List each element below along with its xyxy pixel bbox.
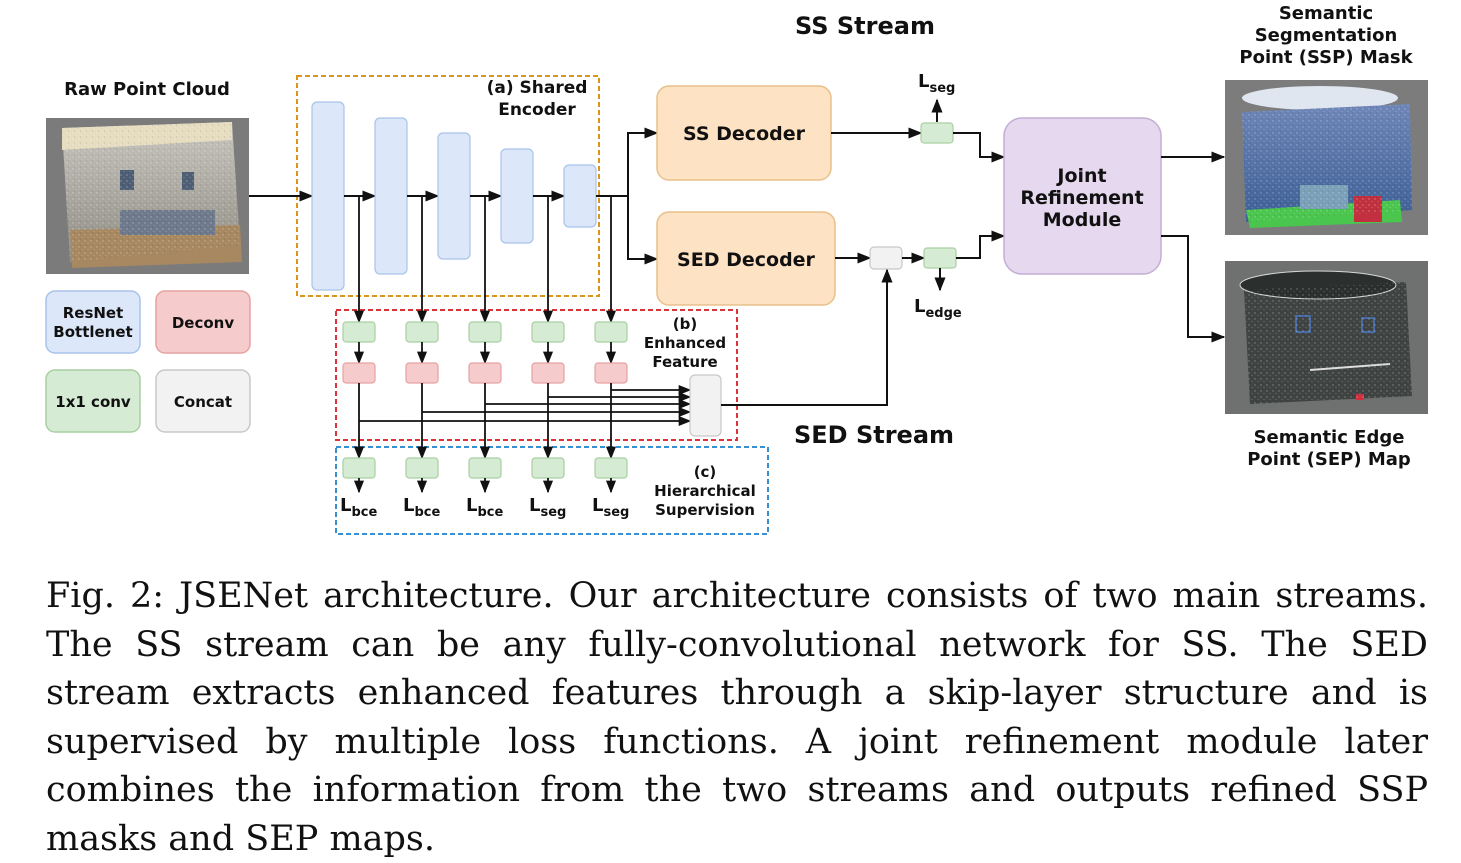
enh-concat xyxy=(689,374,722,437)
enh-deconv-1 xyxy=(342,362,376,384)
raw-point-cloud-label: Raw Point Cloud xyxy=(64,79,230,100)
loss-label-3: Lbce xyxy=(466,495,503,520)
enh-conv-4 xyxy=(531,321,565,343)
loss-seg-top: Lseg xyxy=(918,71,955,96)
enh-deconv-5 xyxy=(594,362,628,384)
architecture-diagram: Raw Point Cloud ResNet Bottlenet Deconv … xyxy=(45,3,1428,535)
enhanced-feature-frame xyxy=(335,309,738,441)
supervision-label-2: Hierarchical xyxy=(654,482,756,500)
enh-deconv-3 xyxy=(468,362,502,384)
ssp-label-3: Point (SSP) Mask xyxy=(1239,47,1413,68)
encoder-block-4 xyxy=(500,148,534,244)
enhanced-label-3: Feature xyxy=(652,353,717,371)
legend-concat-label: Concat xyxy=(174,393,232,411)
encoder-block-1 xyxy=(311,101,345,291)
ssp-label-2: Segmentation xyxy=(1255,25,1398,46)
loss-label-4: Lseg xyxy=(529,495,566,520)
enhanced-label-2: Enhanced xyxy=(644,334,726,352)
enh-deconv-4 xyxy=(531,362,565,384)
legend-conv-swatch xyxy=(45,369,141,433)
figure-caption: Fig. 2: JSENet architecture. Our archite… xyxy=(46,576,1428,859)
legend-resnet-label-2: Bottlenet xyxy=(53,323,132,341)
enh-deconv-2 xyxy=(405,362,439,384)
legend-concat-swatch xyxy=(155,369,251,433)
joint-label-3: Module xyxy=(1043,209,1122,231)
joint-label-1: Joint xyxy=(1055,165,1106,187)
shared-encoder-label-2: Encoder xyxy=(498,100,576,120)
ssp-label-1: Semantic xyxy=(1279,3,1373,24)
sed-conv xyxy=(923,247,957,269)
ss-conv xyxy=(920,122,954,144)
supervision-label-3: Supervision xyxy=(655,501,755,519)
legend: ResNet Bottlenet Deconv 1x1 conv Concat xyxy=(45,290,251,433)
encoder-block-5 xyxy=(563,164,597,228)
legend-resnet-swatch xyxy=(45,290,141,354)
ss-stream-label: SS Stream xyxy=(795,12,935,40)
enh-conv-1 xyxy=(342,321,376,343)
loss-edge: Ledge xyxy=(914,296,962,321)
sup-conv-5 xyxy=(594,457,628,479)
sup-conv-3 xyxy=(468,457,502,479)
sep-label-1: Semantic Edge xyxy=(1254,427,1405,448)
legend-conv-label: 1x1 conv xyxy=(55,393,131,411)
raw-point-cloud-image xyxy=(46,118,249,274)
sed-decoder-label: SED Decoder xyxy=(677,249,816,271)
sup-conv-4 xyxy=(531,457,565,479)
sup-conv-1 xyxy=(342,457,376,479)
encoder-block-2 xyxy=(374,117,408,275)
sep-label-2: Point (SEP) Map xyxy=(1247,449,1411,470)
joint-refinement-module xyxy=(1003,117,1162,275)
legend-deconv-label: Deconv xyxy=(172,314,235,332)
ss-decoder-label: SS Decoder xyxy=(683,123,806,145)
shared-encoder-label-1: (a) Shared xyxy=(487,78,588,98)
ssp-mask-image xyxy=(1225,80,1428,235)
encoder-block-3 xyxy=(437,132,471,260)
joint-label-2: Refinement xyxy=(1020,187,1143,209)
sed-stream-label: SED Stream xyxy=(794,421,954,449)
sed-concat xyxy=(869,246,903,270)
enh-conv-5 xyxy=(594,321,628,343)
sup-conv-2 xyxy=(405,457,439,479)
legend-resnet-label-1: ResNet xyxy=(63,304,124,322)
loss-label-2: Lbce xyxy=(403,495,440,520)
supervision-label-1: (c) xyxy=(694,463,717,481)
enh-conv-3 xyxy=(468,321,502,343)
enhanced-label-1: (b) xyxy=(673,315,697,333)
loss-label-1: Lbce xyxy=(340,495,377,520)
legend-deconv-swatch xyxy=(155,290,251,354)
sep-map-image xyxy=(1225,261,1428,414)
enh-conv-2 xyxy=(405,321,439,343)
loss-label-5: Lseg xyxy=(592,495,629,520)
shared-encoder-frame xyxy=(296,75,600,297)
